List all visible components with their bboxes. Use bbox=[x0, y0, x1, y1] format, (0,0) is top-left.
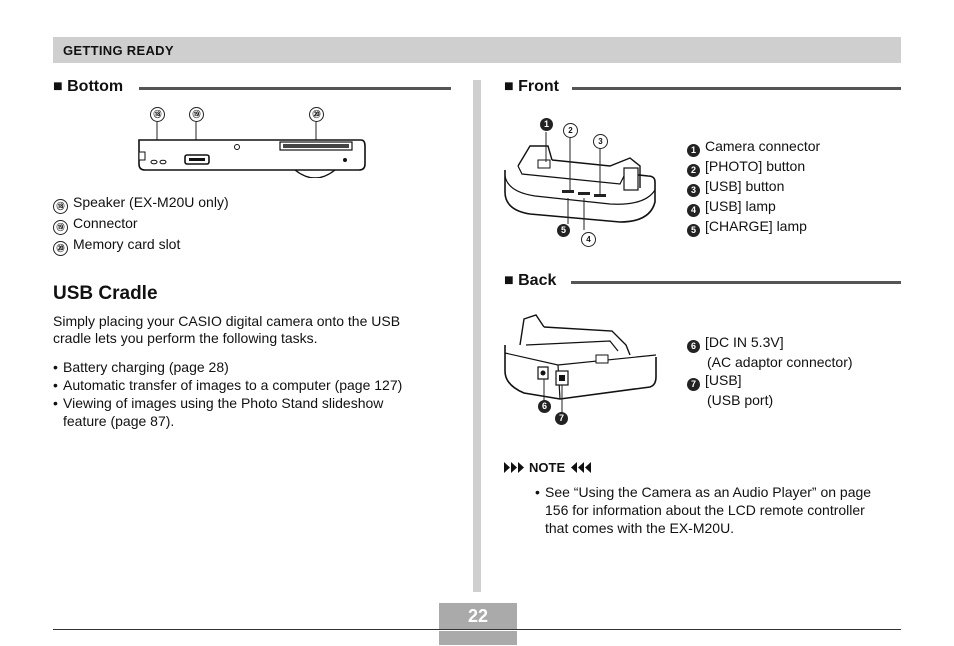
cradle-back-illustration bbox=[504, 314, 657, 413]
page-number: 22 bbox=[467, 606, 489, 626]
list-item: 3[USB] button bbox=[687, 177, 820, 197]
front-section-rule bbox=[572, 87, 901, 90]
callout-18: ⑱ bbox=[150, 107, 165, 122]
callout-6: 6 bbox=[538, 400, 551, 413]
cradle-front-illustration bbox=[504, 132, 656, 230]
front-section-title: ■ Front bbox=[504, 78, 559, 95]
column-divider bbox=[473, 80, 481, 592]
bottom-section-title: ■ Bottom bbox=[53, 78, 124, 95]
callout-19: ⑲ bbox=[189, 107, 204, 122]
note-left-arrows-icon bbox=[504, 462, 524, 473]
list-item: See “Using the Camera as an Audio Player… bbox=[535, 483, 871, 537]
list-item-subline: (USB port) bbox=[707, 392, 774, 408]
callout-20: ⑳ bbox=[309, 107, 324, 122]
note-header: NOTE bbox=[503, 460, 592, 475]
section-header-title: GETTING READY bbox=[63, 43, 174, 58]
callout-1: 1 bbox=[540, 118, 553, 131]
footer-rule bbox=[53, 629, 901, 630]
list-item: 6[DC IN 5.3V] bbox=[687, 333, 853, 353]
back-parts-list: 6[DC IN 5.3V] (AC adaptor connector) 7[U… bbox=[687, 333, 853, 409]
usb-cradle-intro: Simply placing your CASIO digital camera… bbox=[53, 313, 401, 346]
note-right-arrows-icon bbox=[571, 462, 592, 473]
back-section-rule bbox=[571, 281, 901, 284]
callout-4: 4 bbox=[581, 232, 596, 247]
usb-cradle-heading: USB Cradle bbox=[53, 283, 158, 304]
list-item: Automatic transfer of images to a comput… bbox=[53, 376, 402, 394]
callout-2: 2 bbox=[563, 123, 578, 138]
list-item: 4[USB] lamp bbox=[687, 197, 820, 217]
list-item: 2[PHOTO] button bbox=[687, 157, 820, 177]
section-header-bar: GETTING READY bbox=[53, 37, 901, 63]
note-label: NOTE bbox=[529, 460, 566, 475]
callout-7: 7 bbox=[555, 412, 568, 425]
list-item: Viewing of images using the Photo Stand … bbox=[53, 394, 402, 430]
camera-bottom-illustration bbox=[138, 122, 366, 178]
list-item: Battery charging (page 28) bbox=[53, 358, 402, 376]
list-item-subline: (AC adaptor connector) bbox=[707, 354, 853, 370]
page-number-box: 22 bbox=[439, 603, 517, 645]
usb-cradle-task-list: Battery charging (page 28) Automatic tra… bbox=[53, 358, 402, 430]
note-list: See “Using the Camera as an Audio Player… bbox=[535, 483, 871, 537]
callout-5: 5 bbox=[557, 224, 570, 237]
back-section-title: ■ Back bbox=[504, 272, 557, 289]
list-item: 5[CHARGE] lamp bbox=[687, 217, 820, 237]
bottom-section-rule bbox=[139, 87, 451, 90]
list-item: 7[USB] bbox=[687, 371, 853, 391]
callout-3: 3 bbox=[593, 134, 608, 149]
